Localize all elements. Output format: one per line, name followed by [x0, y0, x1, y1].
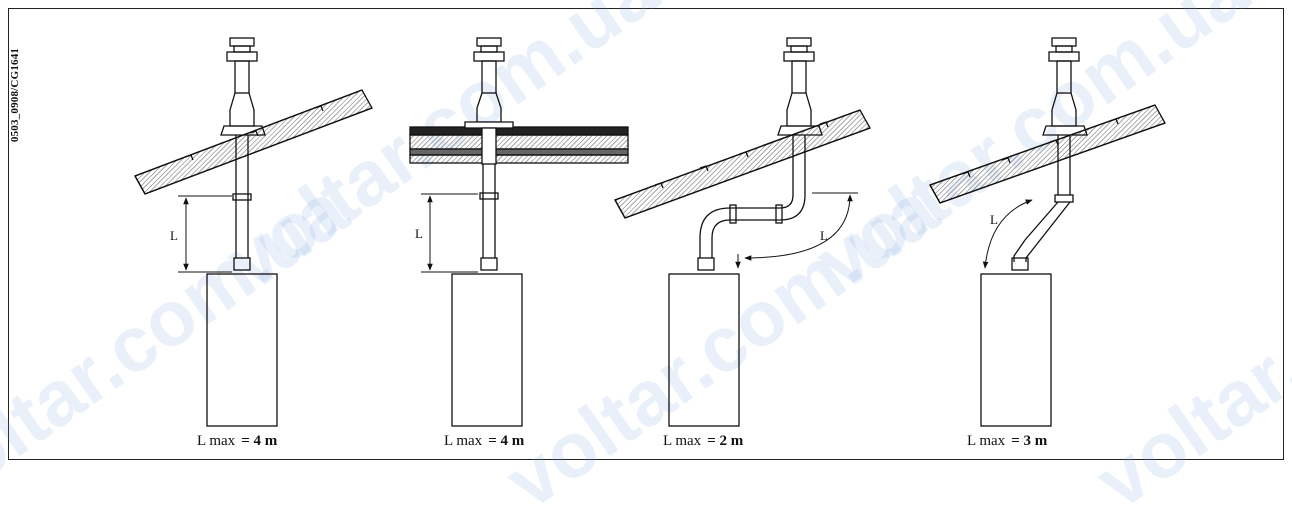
boiler	[980, 273, 1052, 427]
boiler	[451, 273, 523, 427]
panel-1-dimension-label: L	[170, 228, 178, 243]
panel-4-drawing	[929, 37, 1166, 427]
roof-terminal	[1042, 37, 1088, 136]
caption-value: = 2 m	[707, 433, 744, 449]
roof-terminal	[464, 37, 514, 129]
caption-label: L max	[197, 433, 236, 449]
length-dimension	[421, 193, 478, 273]
length-dimension	[735, 192, 858, 269]
pitched-roof	[614, 109, 871, 219]
boiler	[668, 273, 740, 427]
drawing-frame: 0503_0908/CG1641	[8, 8, 1284, 460]
panel-3-drawing	[614, 37, 871, 427]
panel-2-dimension-label: L	[415, 226, 423, 241]
length-dimension	[178, 195, 232, 273]
panel-1-drawing	[134, 37, 373, 427]
panel-3-caption: L max = 2 m	[663, 433, 743, 450]
flue-pipe	[479, 127, 499, 271]
caption-value: = 4 m	[241, 433, 278, 449]
panel-3-dimension-label: L	[820, 228, 828, 243]
flue-installation-drawing	[134, 37, 1166, 427]
panel-4-dimension-label: L	[990, 212, 998, 227]
panel-1-caption: L max = 4 m	[197, 433, 277, 450]
panel-2-caption: L max = 4 m	[444, 433, 524, 450]
pitched-roof	[134, 89, 373, 195]
flue-pipe	[232, 135, 252, 271]
pitched-roof	[929, 104, 1166, 204]
caption-label: L max	[663, 433, 702, 449]
caption-label: L max	[444, 433, 483, 449]
length-dimension	[982, 199, 1033, 269]
caption-value: = 4 m	[488, 433, 525, 449]
caption-value: = 3 m	[1011, 433, 1048, 449]
panel-2-drawing	[409, 37, 629, 427]
roof-terminal	[777, 37, 823, 136]
boiler	[206, 273, 278, 427]
caption-label: L max	[967, 433, 1006, 449]
panel-4-caption: L max = 3 m	[967, 433, 1047, 450]
roof-terminal	[220, 37, 266, 136]
flat-roof	[409, 126, 629, 164]
